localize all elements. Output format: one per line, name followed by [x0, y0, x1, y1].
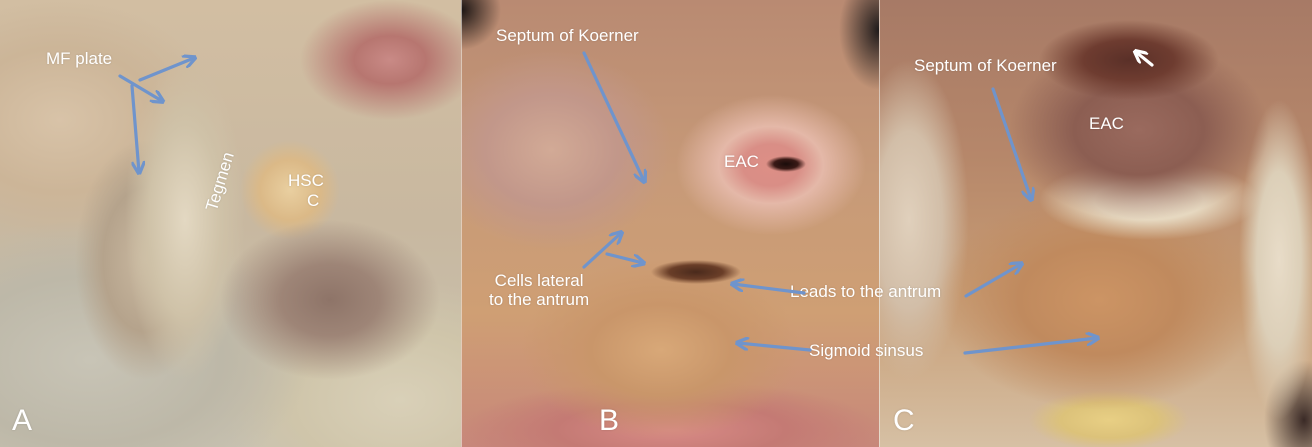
label-eac-c: EAC [1089, 114, 1124, 133]
panel-c-photo: Septum of Koerner EAC C [879, 0, 1312, 447]
panel-letter-c: C [893, 404, 915, 437]
panel-divider [879, 0, 880, 447]
label-septum-of-koerner-b: Septum of Koerner [496, 26, 639, 45]
label-septum-of-koerner-c: Septum of Koerner [914, 56, 1057, 75]
label-sigmoid-sinus: Sigmoid sinsus [809, 341, 924, 360]
panel-b-photo: Septum of Koerner EAC Cells lateral to t… [461, 0, 879, 447]
label-tegmen: Tegmen [202, 149, 238, 214]
panel-a-photo: MF plate Tegmen HSC C A [0, 0, 461, 447]
label-eac-b: EAC [724, 152, 759, 171]
panel-letter-b: B [599, 404, 620, 437]
panel-divider [461, 0, 462, 447]
panel-letter-a: A [12, 404, 33, 437]
label-leads-to-antrum: Leads to the antrum [790, 282, 942, 301]
label-cells-lateral-to-antrum: Cells lateral to the antrum [489, 271, 590, 309]
label-hsc: HSC [288, 171, 324, 190]
label-c: C [307, 191, 320, 210]
label-mf-plate: MF plate [46, 49, 113, 68]
